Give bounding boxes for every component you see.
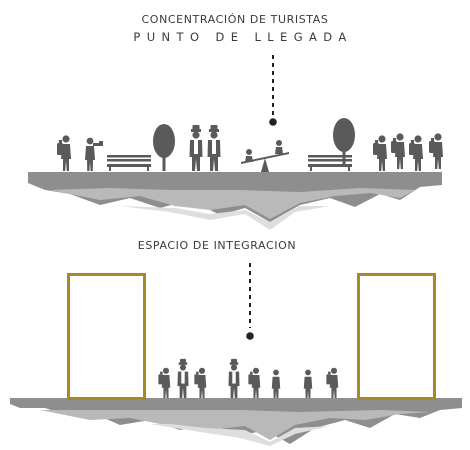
hiker-figure: [57, 135, 71, 171]
tree-right: [333, 118, 355, 165]
tree-left: [153, 124, 175, 171]
right-gold-frame: [357, 273, 436, 400]
top-leader-line: [269, 55, 277, 126]
top-title-line1: CONCENTRACIÓN DE TURISTAS: [141, 13, 329, 26]
left-gold-frame: [67, 273, 146, 400]
photographer-figure: [85, 137, 103, 171]
top-title-line2: PUNTO DE LLEGADA: [133, 30, 353, 44]
seesaw: [241, 140, 289, 172]
elderly-couple: [189, 125, 221, 171]
people-group: [158, 358, 339, 398]
bench-left: [107, 155, 151, 171]
bottom-title: ESPACIO DE INTEGRACION: [137, 239, 297, 252]
bottom-ground: [10, 398, 462, 446]
hiker-group: [373, 133, 443, 171]
top-ground: [28, 172, 442, 230]
bottom-leader-line: [246, 263, 254, 340]
